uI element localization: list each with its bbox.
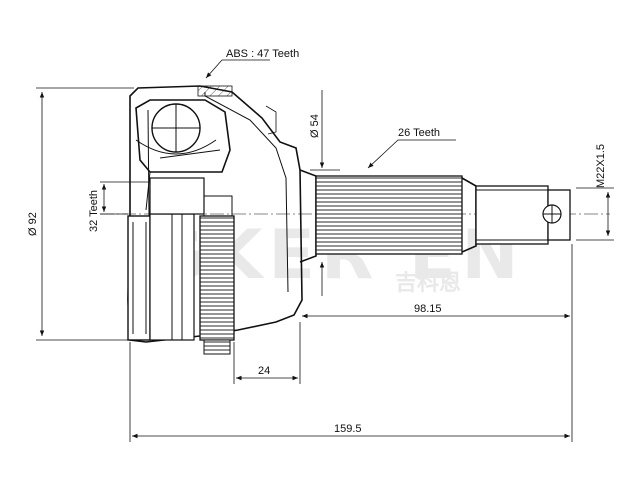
dimension-lines bbox=[36, 59, 614, 442]
total-length-label: 159.5 bbox=[334, 423, 362, 435]
boot-seal-ring bbox=[127, 177, 205, 341]
outer-teeth-label: 26 Teeth bbox=[398, 127, 440, 139]
abs-ring bbox=[199, 195, 235, 355]
outer-dia-label: Ø 92 bbox=[27, 212, 39, 236]
inner-teeth-label: 32 Teeth bbox=[88, 190, 100, 232]
inner-race bbox=[135, 99, 231, 211]
thread-label: M22X1.5 bbox=[595, 144, 607, 188]
watermark-chinese: 吉科恩 bbox=[395, 270, 461, 296]
stub-shaft bbox=[299, 169, 571, 263]
ring-width-label: 24 bbox=[258, 365, 270, 377]
stem-length-label: 98.15 bbox=[414, 303, 442, 315]
seal-dia-label: Ø 54 bbox=[309, 114, 321, 138]
abs-teeth-label: ABS : 47 Teeth bbox=[226, 48, 299, 60]
